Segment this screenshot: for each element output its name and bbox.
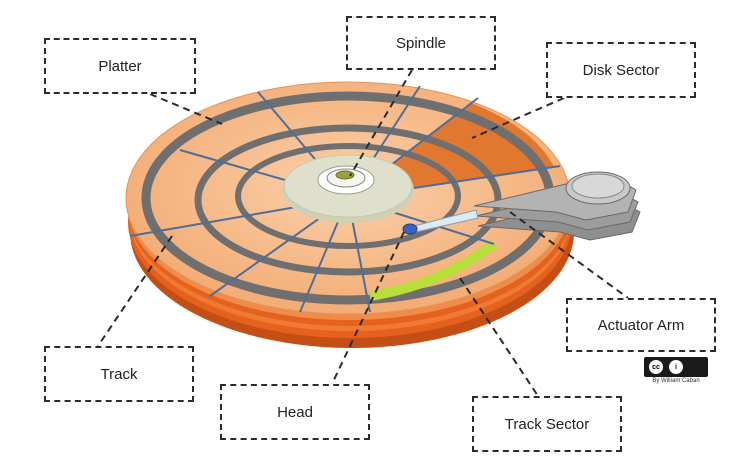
spindle-hub [282,154,414,223]
label-track-sector: Track Sector [472,396,622,452]
cc-logo-strip: cc i [644,357,708,377]
read-write-head [402,223,418,235]
leader-track [97,235,173,347]
leader-lines [97,69,629,397]
label-spindle: Spindle [346,16,496,70]
label-track: Track [44,346,194,402]
cc-icon: cc [648,359,664,375]
inner-track-ring [235,143,461,249]
attribution-icon: i [668,359,684,375]
track-sector-arc [369,240,498,301]
leader-head [331,231,405,385]
leader-platter [149,93,223,125]
cc-license-badge: cc i By William Caban [644,357,708,391]
actuator-arm [413,171,641,241]
label-head: Head [220,384,370,440]
label-actuator-arm: Actuator Arm [566,298,716,352]
leader-spindle [349,69,413,177]
label-platter: Platter [44,38,196,94]
leader-disk-sector [471,97,565,139]
leader-actuator-arm [509,211,629,299]
author-credit: By William Caban [652,378,700,384]
label-disk-sector: Disk Sector [546,42,696,98]
